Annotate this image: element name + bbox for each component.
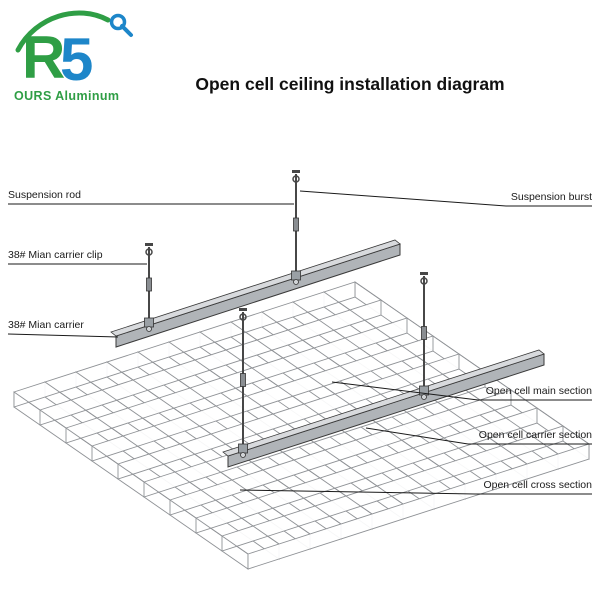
- brand-logo: 5 R OURS Aluminum: [8, 4, 168, 103]
- carrier-clip: [144, 317, 154, 328]
- rod-turnbuckle: [293, 217, 299, 232]
- label-open-cell-carrier-section: Open cell carrier section: [478, 429, 592, 441]
- logo-roof-swoosh-icon: [15, 10, 111, 53]
- rod-anchor-plate: [239, 308, 247, 311]
- clip-bolt: [146, 326, 152, 332]
- suspension-rods: [144, 170, 429, 458]
- label-main-carrier-clip: 38# Mian carrier clip: [8, 249, 103, 261]
- suspension-rod: [291, 170, 301, 285]
- clip-bolt: [240, 452, 246, 458]
- rod-hook-icon: [420, 277, 428, 285]
- clip-bolt: [293, 279, 299, 285]
- suspension-rod: [144, 243, 154, 332]
- rod-anchor-plate: [145, 243, 153, 246]
- clip-bolt: [421, 394, 427, 400]
- label-main-carrier: 38# Mian carrier: [8, 319, 84, 331]
- logo-wrench-icon: [109, 13, 127, 31]
- leader-line: [239, 489, 592, 495]
- rod-turnbuckle: [240, 373, 246, 387]
- rod-anchor-plate: [420, 272, 428, 275]
- leader-line: [365, 427, 592, 445]
- page-title: Open cell ceiling installation diagram: [195, 74, 505, 94]
- logo-wrench-handle-icon: [120, 24, 133, 37]
- label-suspension-burst: Suspension burst: [510, 191, 592, 203]
- leader-line: [7, 333, 119, 338]
- label-suspension-rod: Suspension rod: [8, 189, 81, 201]
- rod-hook-icon: [292, 175, 300, 183]
- label-open-cell-cross-section: Open cell cross section: [483, 479, 592, 491]
- rod-turnbuckle: [421, 326, 427, 340]
- suspension-rod: [238, 308, 248, 458]
- logo-letter-5: 5: [60, 26, 93, 86]
- main-carriers: [110, 239, 545, 468]
- main-carrier: [110, 239, 401, 348]
- brand-name: OURS Aluminum: [14, 89, 120, 103]
- carrier-clip: [291, 270, 301, 281]
- rod-turnbuckle: [146, 277, 152, 292]
- rod-anchor-plate: [292, 170, 300, 173]
- carrier-clip: [238, 443, 248, 454]
- suspension-rod: [419, 272, 429, 400]
- rod-hook-icon: [239, 313, 247, 321]
- main-carrier: [222, 349, 545, 468]
- leader-lines: [7, 190, 592, 495]
- leader-line: [331, 381, 592, 401]
- brand-logo-mark: 5 R: [15, 10, 133, 93]
- open-cell-grid: [13, 281, 590, 570]
- rod-hook-icon: [145, 248, 153, 256]
- logo-letter-r: R: [22, 24, 65, 86]
- leader-line: [299, 190, 592, 207]
- label-open-cell-main-section: Open cell main section: [485, 385, 592, 397]
